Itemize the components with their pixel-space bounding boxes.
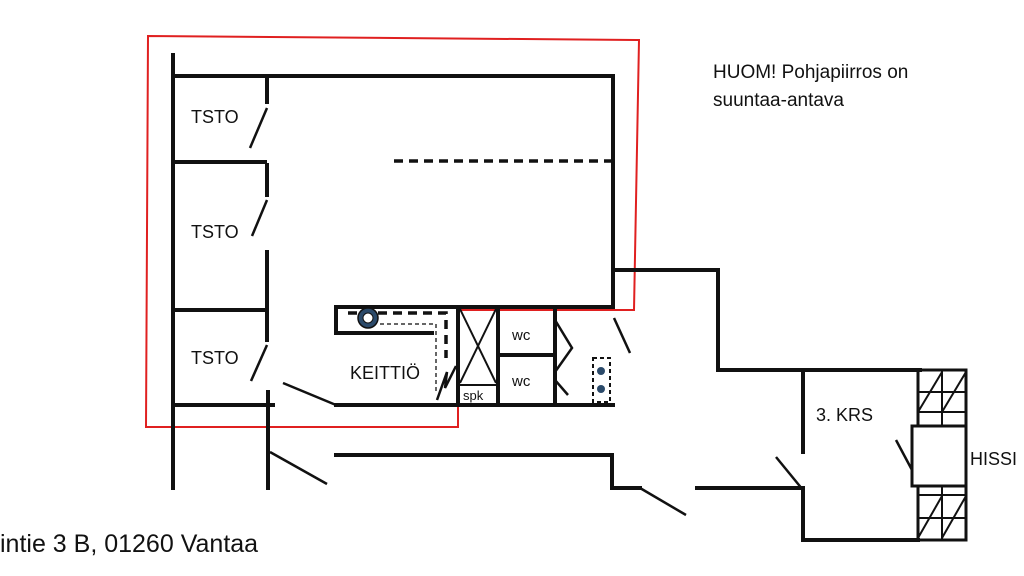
room-label-kitchen: KEITTIÖ xyxy=(350,363,420,383)
wc-door-1 xyxy=(553,319,574,373)
floor-label: 3. KRS xyxy=(816,405,873,425)
disclaimer-note-line-2: suuntaa-antava xyxy=(713,90,844,111)
kitchen-door xyxy=(282,381,337,407)
office-door-1 xyxy=(248,107,269,149)
room-label-tsto-1: TSTO xyxy=(191,107,239,127)
entrance-door xyxy=(612,317,632,354)
room-label-spk: spk xyxy=(463,388,484,403)
office-door-3 xyxy=(249,344,269,382)
room-label-tsto-2: TSTO xyxy=(191,222,239,242)
electrical-symbol-icon xyxy=(435,365,458,401)
corridor-door-left xyxy=(269,450,328,486)
stove-icon xyxy=(592,357,611,403)
room-label-wc-1: wc xyxy=(511,327,531,344)
corridor-door-mid xyxy=(639,486,687,517)
office-door-2 xyxy=(250,199,269,237)
kitchen-dashed-inner xyxy=(380,323,437,392)
elevator-label: HISSI xyxy=(970,449,1017,469)
wc-door-2 xyxy=(554,379,569,396)
address-text: intie 3 B, 01260 Vantaa xyxy=(0,530,258,558)
kitchen-dashed-counter xyxy=(348,311,448,358)
elevator-icon xyxy=(894,424,968,488)
disclaimer-note-line-1: HUOM! Pohjapiirros on xyxy=(713,62,908,83)
room-label-tsto-3: TSTO xyxy=(191,348,239,368)
room-label-wc-2: wc xyxy=(511,373,531,390)
sink-icon xyxy=(357,307,379,329)
spk-cross-b xyxy=(459,308,497,384)
corridor-door-right xyxy=(775,456,804,491)
